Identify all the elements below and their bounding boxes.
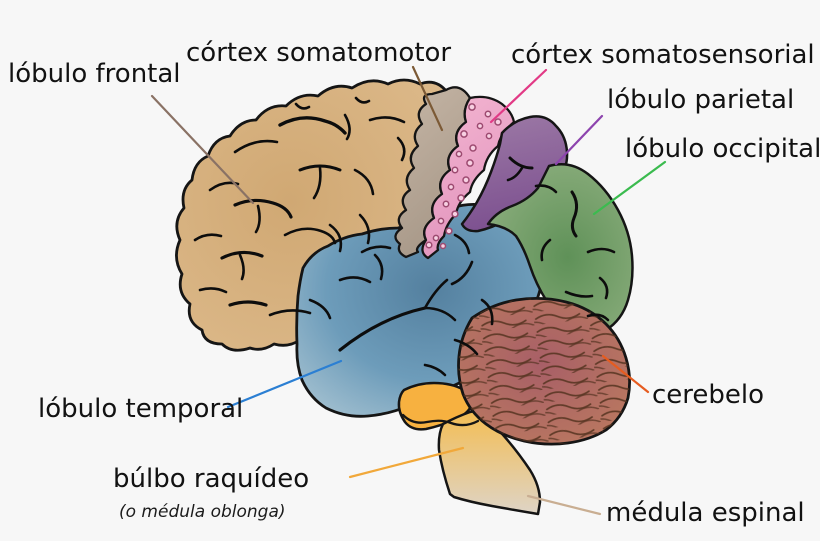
label-medula-oblonga-subtext: (o médula oblonga) bbox=[119, 502, 286, 522]
parietal-leader-line bbox=[554, 114, 604, 166]
label-lobulo-frontal: lóbulo frontal bbox=[8, 59, 181, 89]
medulla-oblongata-leader-line bbox=[348, 446, 465, 479]
temporal-sulci bbox=[338, 233, 494, 377]
label-cortex-somatosensorial: córtex somatosensorial bbox=[511, 40, 815, 70]
label-lobulo-temporal: lóbulo temporal bbox=[38, 394, 244, 424]
label-bulbo-raquideo: búlbo raquídeo bbox=[113, 464, 310, 494]
label-medula-espinal: médula espinal bbox=[606, 498, 805, 528]
label-cerebelo: cerebelo bbox=[652, 380, 765, 410]
pons-medulla-boundary bbox=[401, 413, 480, 427]
cerebellum-hatch-texture bbox=[458, 298, 630, 445]
occipital-leader-line bbox=[592, 160, 667, 216]
occipital-sulci bbox=[540, 190, 616, 322]
frontal-sulci bbox=[193, 96, 406, 320]
label-lobulo-occipital: lóbulo occipital bbox=[625, 134, 820, 164]
frontal-leader-line bbox=[150, 94, 255, 205]
cerebellum-leader-line bbox=[601, 354, 650, 394]
temporal-leader-line bbox=[226, 359, 343, 409]
somatomotor-leader-line bbox=[411, 65, 444, 132]
label-cortex-somatomotor: córtex somatomotor bbox=[186, 38, 452, 68]
parietal-sulci bbox=[506, 156, 558, 194]
spinal-cord-leader-line bbox=[526, 494, 602, 516]
somatosensory-leader-line bbox=[489, 68, 548, 124]
label-lobulo-parietal: lóbulo parietal bbox=[607, 85, 795, 115]
somatosensory-dots bbox=[425, 103, 502, 250]
